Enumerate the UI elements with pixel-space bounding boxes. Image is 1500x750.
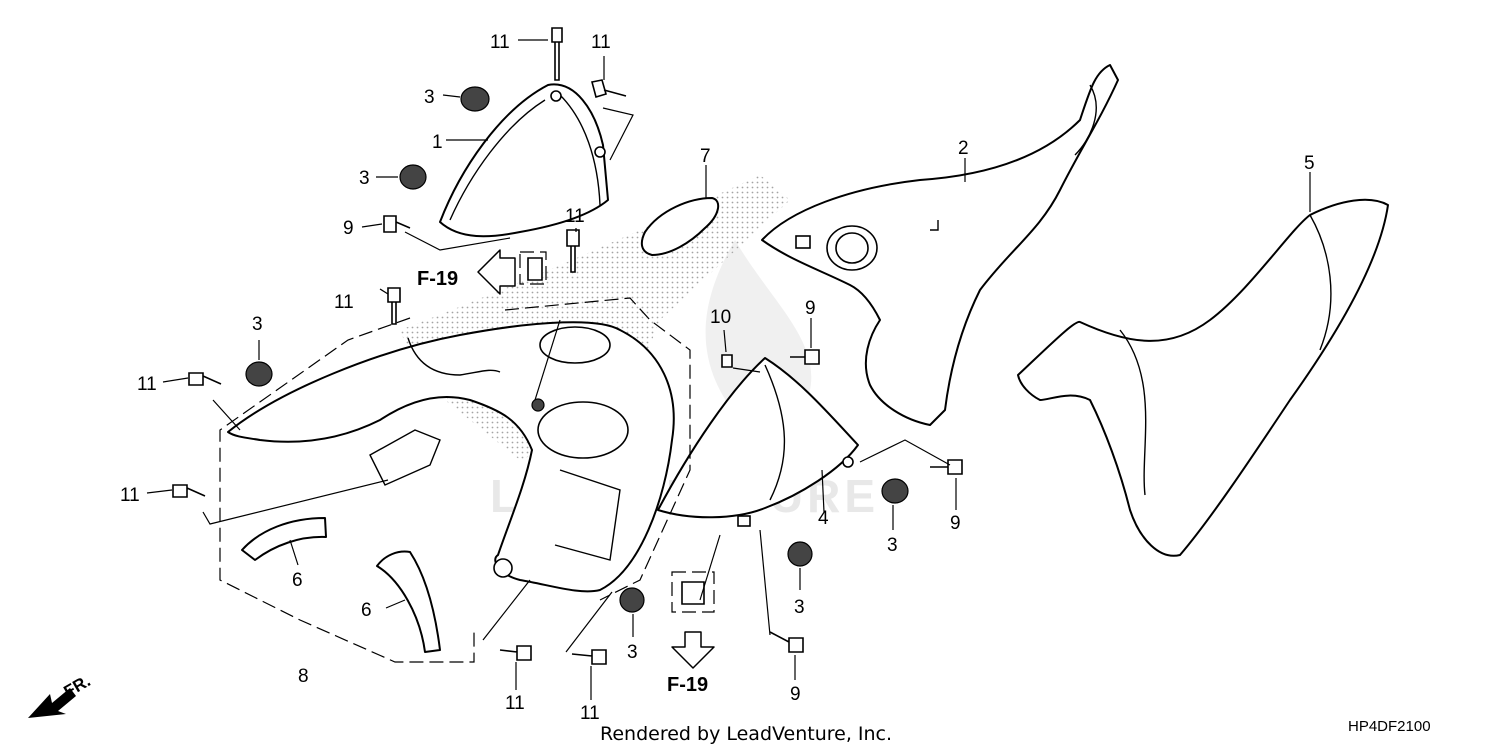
label-6[interactable]: 6 xyxy=(361,600,372,621)
ref-arrow-top xyxy=(477,249,516,295)
part-6-pad-b[interactable] xyxy=(376,550,441,653)
label-4[interactable]: 4 xyxy=(818,508,829,529)
part-4-center-cover[interactable] xyxy=(657,357,859,527)
label-3[interactable]: 3 xyxy=(424,87,435,108)
ref-label-bottom[interactable]: F-19 xyxy=(667,674,708,696)
grommet-icons xyxy=(245,86,909,613)
part-1-upper-cover[interactable] xyxy=(439,83,609,238)
label-11[interactable]: 11 xyxy=(137,374,157,395)
label-11[interactable]: 11 xyxy=(505,693,525,714)
ref-label-top[interactable]: F-19 xyxy=(417,268,458,290)
label-11[interactable]: 11 xyxy=(591,32,611,53)
label-2[interactable]: 2 xyxy=(958,138,969,159)
ref-arrow-bottom xyxy=(671,631,715,669)
label-11[interactable]: 11 xyxy=(490,32,510,53)
label-3[interactable]: 3 xyxy=(794,597,805,618)
label-3[interactable]: 3 xyxy=(252,314,263,335)
part-6-pad-a[interactable] xyxy=(241,517,327,561)
label-7[interactable]: 7 xyxy=(700,146,711,167)
label-11[interactable]: 11 xyxy=(120,485,140,506)
label-9[interactable]: 9 xyxy=(790,684,801,705)
diagram-code: HP4DF2100 xyxy=(1348,718,1431,735)
label-6[interactable]: 6 xyxy=(292,570,303,591)
front-arrow-icon: FR. xyxy=(28,671,94,718)
label-3[interactable]: 3 xyxy=(887,535,898,556)
label-9[interactable]: 9 xyxy=(805,298,816,319)
part-7-pad[interactable] xyxy=(640,197,720,256)
label-10[interactable]: 10 xyxy=(710,307,731,328)
leader-lines xyxy=(146,39,1311,700)
label-11[interactable]: 11 xyxy=(334,292,354,313)
label-9[interactable]: 9 xyxy=(950,513,961,534)
part-5-right-cover[interactable] xyxy=(1017,198,1389,557)
label-11[interactable]: 11 xyxy=(580,703,600,724)
footer-credit: Rendered by LeadVenture, Inc. xyxy=(600,723,892,745)
label-1[interactable]: 1 xyxy=(432,132,443,153)
part-labels: 11 11 3 1 3 9 11 11 3 11 11 7 2 5 10 9 4… xyxy=(120,32,1315,724)
label-8[interactable]: 8 xyxy=(298,666,309,687)
label-11[interactable]: 11 xyxy=(565,206,585,227)
part-2-side-cover[interactable] xyxy=(761,64,1119,426)
label-3[interactable]: 3 xyxy=(627,642,638,663)
label-5[interactable]: 5 xyxy=(1304,153,1315,174)
label-9[interactable]: 9 xyxy=(343,218,354,239)
part-8-assembly-outline xyxy=(219,251,715,663)
fastener-icons xyxy=(172,27,963,665)
part-8-lower-shroud[interactable] xyxy=(227,321,675,593)
label-3[interactable]: 3 xyxy=(359,168,370,189)
